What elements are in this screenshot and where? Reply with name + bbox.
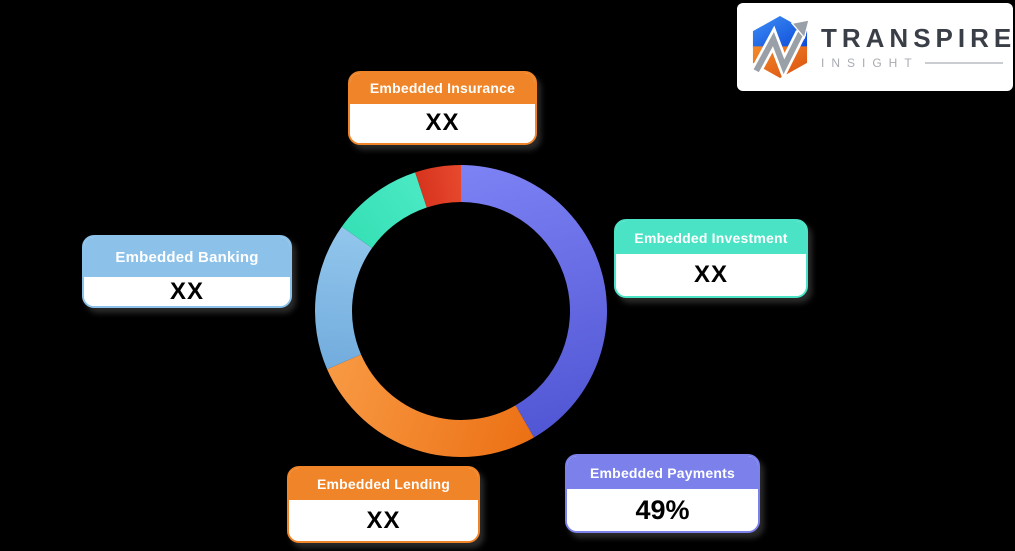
- callout-embedded-insurance: Embedded Insurance XX: [348, 71, 537, 145]
- transpire-insight-logo: TRANSPIRE INSIGHT: [737, 3, 1013, 91]
- callout-label: Embedded Banking: [115, 248, 259, 266]
- donut-segment-embedded-lending: [327, 354, 534, 457]
- callout-header-embedded-banking: Embedded Banking: [84, 237, 290, 278]
- logo-rule-line: [924, 61, 1003, 64]
- callout-embedded-banking: Embedded Banking XX: [82, 235, 292, 308]
- callout-body-embedded-insurance: XX: [350, 103, 535, 143]
- transpire-logo-mark-icon: [751, 15, 810, 81]
- donut-segment-embedded-insurance: [415, 165, 461, 208]
- callout-embedded-investment: Embedded Investment XX: [614, 219, 808, 298]
- callout-value: XX: [425, 109, 460, 137]
- callout-header-embedded-investment: Embedded Investment: [616, 221, 806, 254]
- callout-value: XX: [169, 277, 204, 305]
- brand-name: TRANSPIRE: [821, 23, 1015, 54]
- callout-value: XX: [366, 506, 401, 534]
- callout-embedded-lending: Embedded Lending XX: [287, 466, 480, 543]
- callout-label: Embedded Investment: [634, 229, 788, 246]
- callout-body-embedded-payments: 49%: [567, 489, 758, 531]
- sub-brand-row: INSIGHT: [821, 56, 1003, 70]
- callout-header-embedded-lending: Embedded Lending: [289, 468, 478, 501]
- callout-label: Embedded Lending: [316, 476, 451, 493]
- callout-body-embedded-banking: XX: [84, 277, 290, 306]
- donut-chart: [315, 165, 607, 457]
- callout-value: XX: [693, 261, 728, 288]
- donut-segment-embedded-banking: [315, 226, 373, 370]
- callout-label: Embedded Insurance: [369, 80, 516, 97]
- donut-segment-embedded-investment: [341, 172, 427, 249]
- callout-label: Embedded Payments: [590, 464, 735, 481]
- donut-segment-embedded-payments: [461, 165, 607, 438]
- callout-body-embedded-investment: XX: [616, 254, 806, 296]
- callout-value: 49%: [635, 494, 690, 525]
- callout-embedded-payments: Embedded Payments 49%: [565, 454, 760, 533]
- callout-header-embedded-payments: Embedded Payments: [567, 456, 758, 489]
- sub-brand-name: INSIGHT: [821, 55, 919, 70]
- callout-header-embedded-insurance: Embedded Insurance: [350, 73, 535, 104]
- logo-text-block: TRANSPIRE INSIGHT: [821, 23, 1015, 70]
- callout-body-embedded-lending: XX: [289, 500, 478, 541]
